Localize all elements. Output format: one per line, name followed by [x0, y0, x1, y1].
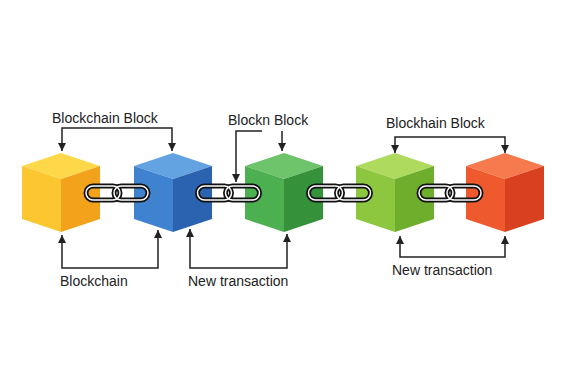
chain-link — [226, 186, 260, 200]
chain-link-highlight — [419, 186, 453, 200]
block-label: Blockchain — [60, 273, 128, 289]
chain-link — [114, 186, 148, 200]
chain-link — [337, 186, 371, 200]
block-label: Blockchain Block — [52, 110, 158, 126]
leader-arrow — [236, 131, 262, 182]
bracket-arrow — [400, 236, 505, 257]
cube-left-face — [22, 166, 61, 232]
chain-link-highlight — [226, 186, 260, 200]
bracket-arrow — [395, 137, 505, 153]
cube-group — [22, 153, 544, 232]
chain-link — [447, 186, 481, 200]
block-cube — [466, 153, 544, 232]
block-cube — [356, 153, 434, 232]
chain-link-highlight — [309, 186, 343, 200]
bracket-group — [62, 128, 505, 268]
block-label: New transaction — [188, 273, 288, 289]
bracket-arrow — [62, 128, 172, 151]
bracket-arrow — [62, 230, 158, 268]
bracket-arrow — [190, 229, 287, 268]
chain-link-highlight — [114, 186, 148, 200]
chain-link-highlight — [86, 186, 120, 200]
leader-arrow — [281, 131, 283, 151]
block-label: Blockhain Block — [386, 115, 485, 131]
chain-link-highlight — [447, 186, 481, 200]
chain-link-highlight — [198, 186, 232, 200]
block-label: Blockn Block — [228, 112, 308, 128]
cube-right-face — [505, 166, 544, 232]
block-cube — [245, 153, 323, 232]
chain-link-highlight — [337, 186, 371, 200]
block-label: New transaction — [392, 262, 492, 278]
chain-group — [86, 186, 481, 200]
